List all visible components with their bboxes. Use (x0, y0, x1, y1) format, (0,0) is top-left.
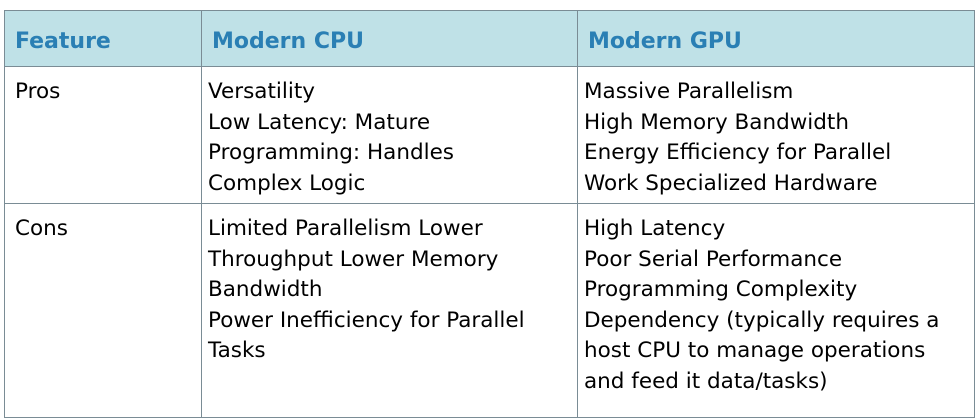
gpu-cons-line: Programming Complexity (584, 277, 858, 302)
gpu-cons-line: and feed it data/tasks) (584, 368, 828, 394)
gpu-pros-line: Massive Parallelism (584, 79, 794, 104)
cell-feature-cons: Cons (4, 203, 202, 418)
comparison-table-wrapper: Feature Modern CPU Modern GPU Pros Versa… (4, 10, 975, 418)
gpu-cons-line: host CPU to manage operations (584, 338, 926, 363)
gpu-pros-line: Work Specialized Hardware (584, 170, 878, 196)
cpu-pros-line: Versatility (208, 79, 315, 104)
gpu-cons-line: Poor Serial Performance (584, 246, 843, 272)
cpu-pros-line: Programming: Handles (208, 140, 455, 165)
cell-cpu-pros: Versatility Low Latency: Mature Programm… (201, 66, 578, 204)
cpu-pros-line: Low Latency: Mature (208, 109, 431, 135)
table-header-row: Feature Modern CPU Modern GPU (4, 10, 975, 67)
cpu-cons-line: Tasks (208, 338, 266, 363)
cpu-gpu-comparison-table: Feature Modern CPU Modern GPU Pros Versa… (4, 10, 975, 418)
cpu-pros-line: Complex Logic (208, 170, 366, 196)
cell-gpu-pros: Massive Parallelism High Memory Bandwidt… (577, 66, 975, 204)
cpu-cons-line: Throughput Lower Memory (208, 246, 499, 272)
cpu-cons-line: Limited Parallelism Lower (208, 216, 483, 241)
cpu-cons-line: Bandwidth (208, 277, 323, 302)
cell-cpu-cons: Limited Parallelism Lower Throughput Low… (201, 203, 578, 418)
table-row-cons: Cons Limited Parallelism Lower Throughpu… (4, 203, 975, 418)
table-row-pros: Pros Versatility Low Latency: Mature Pro… (4, 66, 975, 204)
cell-feature-pros: Pros (4, 66, 202, 204)
header-modern-gpu: Modern GPU (577, 10, 975, 67)
cell-gpu-cons: High Latency Poor Serial Performance Pro… (577, 203, 975, 418)
gpu-pros-line: Energy Efficiency for Parallel (584, 140, 892, 165)
gpu-pros-line: High Memory Bandwidth (584, 109, 849, 135)
header-feature: Feature (4, 10, 202, 67)
cpu-cons-line: Power Inefficiency for Parallel (208, 307, 525, 333)
gpu-cons-line: Dependency (typically requires a (584, 307, 940, 333)
gpu-cons-line: High Latency (584, 216, 726, 241)
header-modern-cpu: Modern CPU (201, 10, 578, 67)
